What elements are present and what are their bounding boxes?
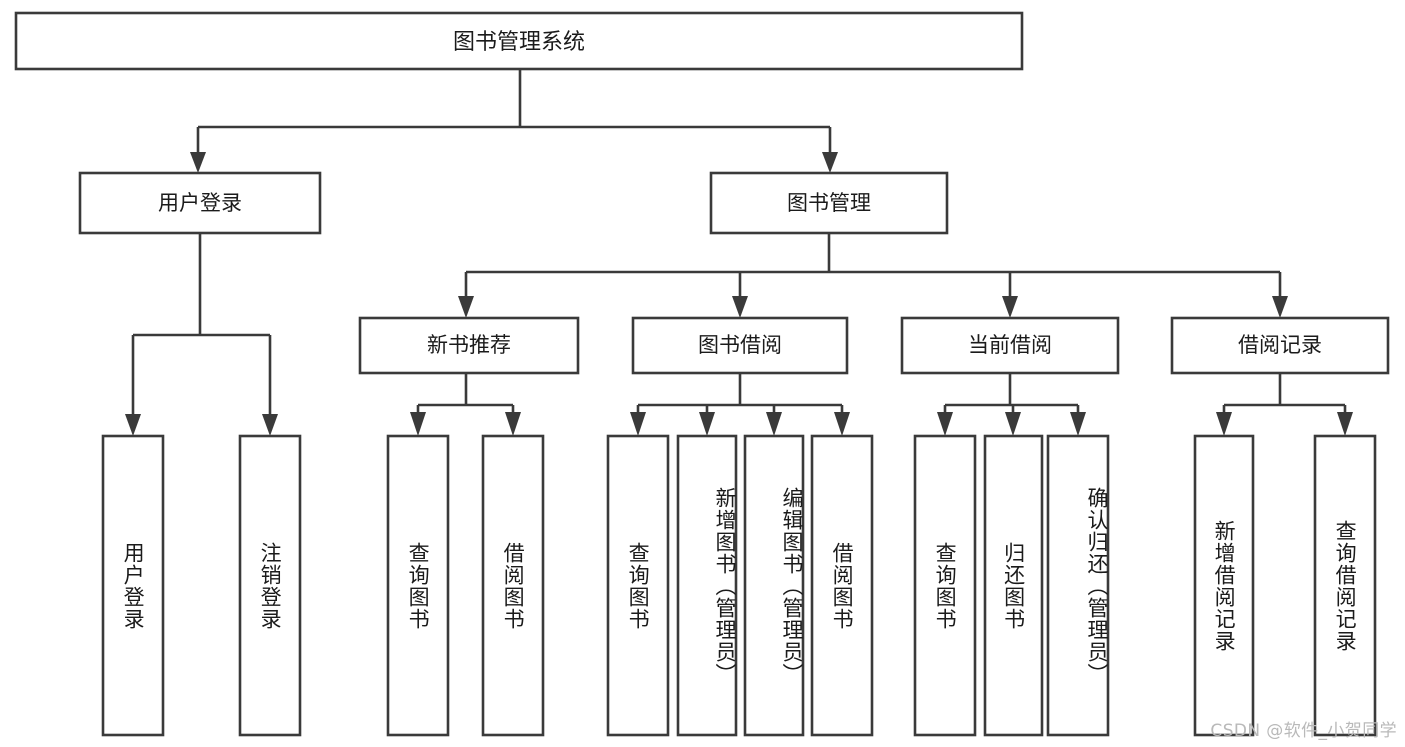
node-root-system[interactable]: 图书管理系统 (14, 11, 1024, 71)
node-new-book-recommend-label: 新书推荐 (427, 333, 511, 357)
leaf-box-query-borrow-record[interactable] (1313, 434, 1377, 737)
leaf-box-borrow-book-2[interactable] (810, 434, 874, 737)
leaf-box-user-logout[interactable] (238, 434, 302, 737)
leaf-box-return-book[interactable] (983, 434, 1044, 737)
leaf-box-query-book-3[interactable] (913, 434, 977, 737)
node-new-book-recommend[interactable]: 新书推荐 (358, 316, 580, 375)
node-user-login-label: 用户登录 (158, 191, 242, 215)
node-book-manage-label: 图书管理 (787, 191, 871, 215)
connector-current-borrow-branch (937, 373, 1086, 436)
node-borrow-record[interactable]: 借阅记录 (1170, 316, 1390, 375)
connector-book-borrow-branch (630, 373, 850, 436)
leaf-box-confirm-return-admin[interactable] (1046, 434, 1110, 737)
leaf-box-edit-book-admin[interactable] (743, 434, 805, 737)
connector-book-manage-branch (458, 233, 1288, 318)
connector-user-login-branch (125, 233, 278, 436)
leaf-box-add-borrow-record[interactable] (1193, 434, 1255, 737)
node-book-borrow[interactable]: 图书借阅 (631, 316, 849, 375)
node-current-borrow-label: 当前借阅 (968, 333, 1052, 357)
leaf-box-query-book-1[interactable] (386, 434, 450, 737)
leaf-box-query-book-2[interactable] (606, 434, 670, 737)
node-user-login[interactable]: 用户登录 (78, 171, 322, 235)
node-root-label: 图书管理系统 (453, 30, 585, 55)
connector-root-bar (190, 125, 838, 173)
leaf-box-user-login-do[interactable] (101, 434, 165, 737)
connector-new-book-recommend-branch (410, 373, 521, 436)
watermark-text: CSDN @软件_小贺同学 (1210, 721, 1397, 741)
leaf-box-add-book-admin[interactable] (676, 434, 738, 737)
node-book-manage[interactable]: 图书管理 (709, 171, 949, 235)
connector-borrow-record-branch (1216, 373, 1353, 436)
node-borrow-record-label: 借阅记录 (1238, 333, 1322, 357)
node-book-borrow-label: 图书借阅 (698, 333, 782, 357)
node-current-borrow[interactable]: 当前借阅 (900, 316, 1120, 375)
leaf-box-borrow-book-1[interactable] (481, 434, 545, 737)
